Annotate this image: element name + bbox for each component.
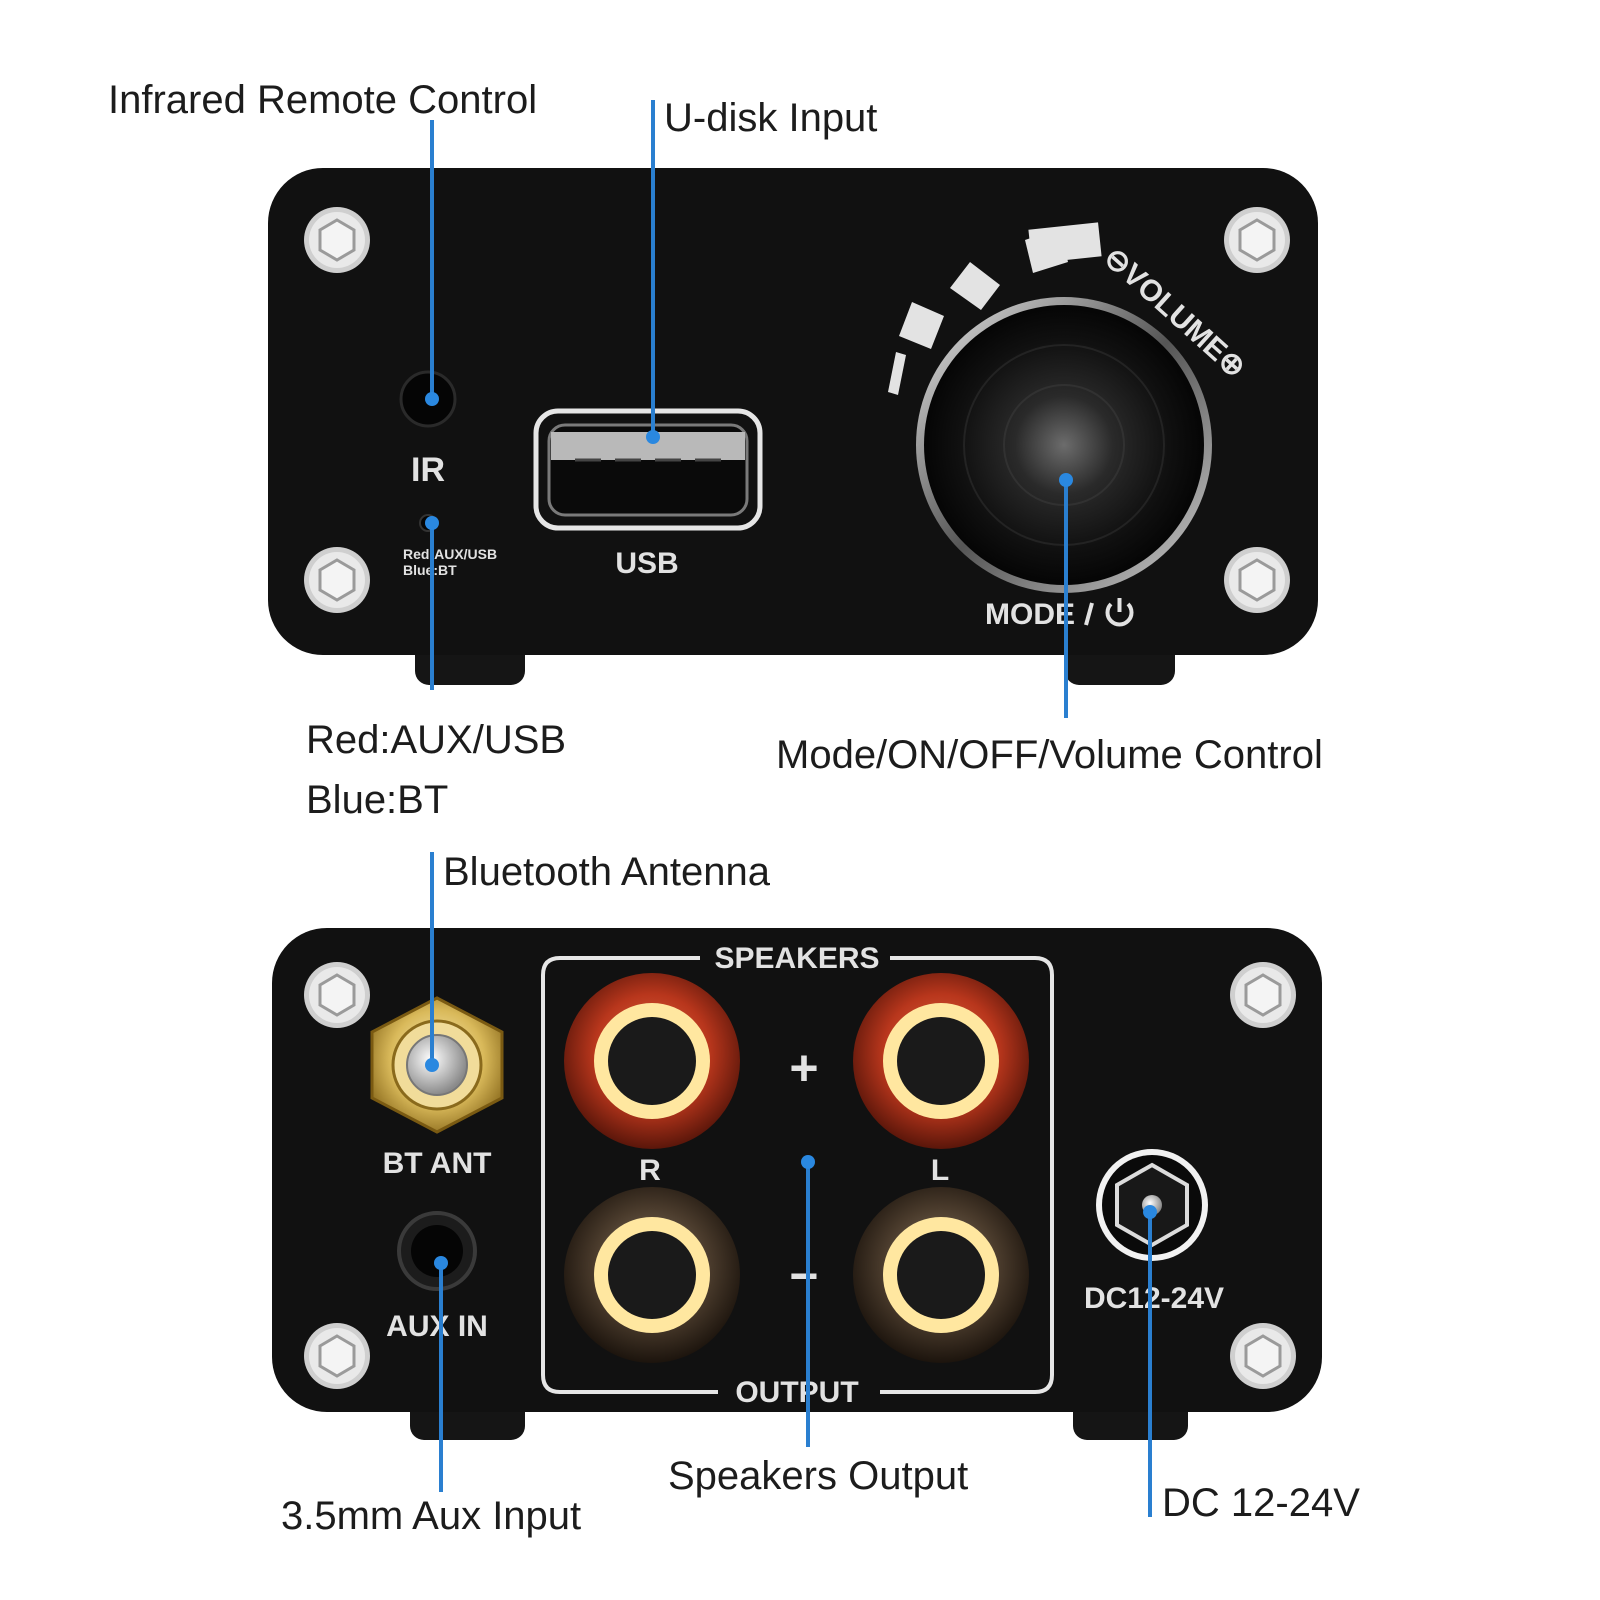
ir-label: IR <box>411 451 445 489</box>
speaker-post-left-positive[interactable] <box>853 973 1029 1149</box>
back-panel: BT ANT AUX IN SPEAKERS OUTPUT <box>272 928 1322 1440</box>
front-panel: IR Red:AUX/USB Blue:BT USB ⊖VOLUME⊕ MODE <box>268 168 1318 685</box>
mode-label: MODE <box>985 598 1075 631</box>
leader-dot <box>801 1155 815 1169</box>
screw-icon <box>1230 962 1296 1028</box>
callout-volume: Mode/ON/OFF/Volume Control <box>776 733 1323 777</box>
output-label: OUTPUT <box>735 1376 858 1409</box>
callout-antenna: Bluetooth Antenna <box>443 850 771 894</box>
leader-dot <box>646 430 660 444</box>
callout-speakers: Speakers Output <box>668 1454 968 1498</box>
aux-jack[interactable] <box>397 1211 477 1291</box>
callout-aux: 3.5mm Aux Input <box>281 1494 581 1538</box>
screw-icon <box>304 547 370 613</box>
callout-infrared: Infrared Remote Control <box>108 78 537 122</box>
speaker-post-left-negative[interactable] <box>853 1187 1029 1363</box>
screw-icon <box>304 1323 370 1389</box>
volume-scale-top <box>1028 222 1102 264</box>
screw-icon <box>304 207 370 273</box>
speakers-label: SPEAKERS <box>714 942 879 975</box>
bt-ant-label: BT ANT <box>383 1147 492 1180</box>
screw-icon <box>1224 547 1290 613</box>
left-label: L <box>931 1154 949 1187</box>
leader-dot <box>425 516 439 530</box>
back-panel-body <box>272 928 1322 1412</box>
screw-icon <box>304 962 370 1028</box>
leader-dot <box>425 1058 439 1072</box>
leader-dot <box>1059 473 1073 487</box>
right-label: R <box>639 1154 661 1187</box>
leader-dot <box>1143 1205 1157 1219</box>
plus-label: + <box>789 1040 818 1096</box>
leader-dot <box>425 392 439 406</box>
power-icon <box>1084 598 1134 627</box>
speaker-post-right-negative[interactable] <box>564 1187 740 1363</box>
usb-port <box>533 408 763 531</box>
aux-in-label: AUX IN <box>386 1310 488 1343</box>
callout-udisk: U-disk Input <box>664 96 877 140</box>
callout-indicator-2: Blue:BT <box>306 778 448 822</box>
speakers-frame <box>541 956 1054 1394</box>
indicator-small-label-1: Red:AUX/USB <box>403 546 497 562</box>
usb-label: USB <box>615 547 678 580</box>
dc-power-jack[interactable] <box>1096 1149 1208 1261</box>
dc-label: DC12-24V <box>1084 1282 1224 1315</box>
screw-icon <box>1224 207 1290 273</box>
callout-dc: DC 12-24V <box>1162 1481 1360 1525</box>
leader-dot <box>434 1256 448 1270</box>
speaker-post-right-positive[interactable] <box>564 973 740 1149</box>
screw-icon <box>1230 1323 1296 1389</box>
minus-label: − <box>789 1248 818 1304</box>
callout-indicator-1: Red:AUX/USB <box>306 718 566 762</box>
